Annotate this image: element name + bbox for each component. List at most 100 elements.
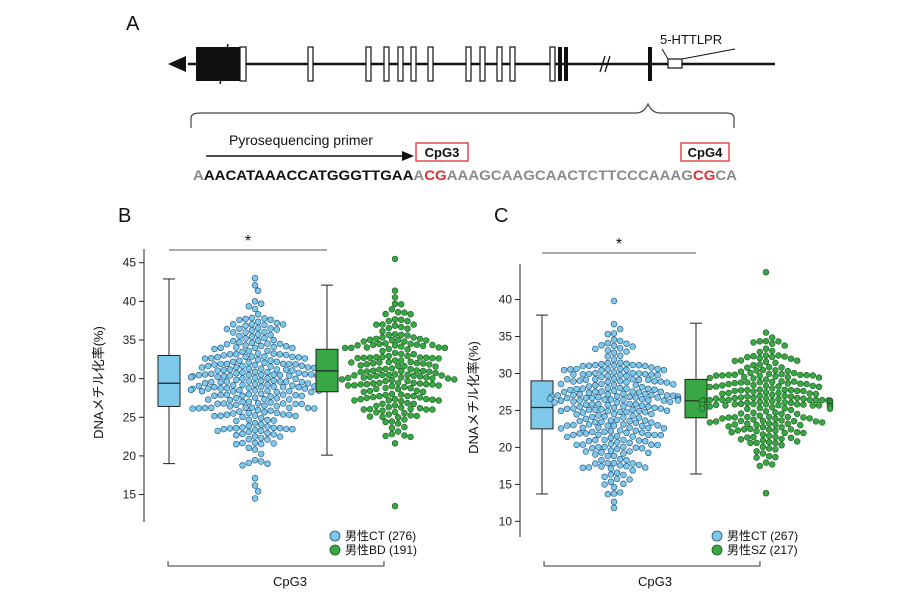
data-point [242,404,249,411]
legend-label: 男性CT (276) [345,529,416,543]
data-point [391,287,399,294]
data-point [563,405,571,412]
data-point [298,362,305,369]
data-point [394,379,402,387]
data-point [413,367,420,374]
data-point [245,436,253,443]
data-point [620,421,627,428]
data-point [248,353,256,360]
data-point [762,395,770,402]
data-point [793,357,801,364]
data-point [648,391,655,399]
data-point [217,379,224,386]
data-point [629,369,636,377]
data-point [391,502,399,510]
data-point [416,335,424,343]
exon-15 [564,47,568,81]
data-point [214,367,221,374]
data-point [616,371,624,379]
data-point [242,335,249,342]
data-point [236,339,243,346]
data-point [756,412,763,419]
data-point [762,459,770,466]
data-point [592,376,599,383]
data-point [301,385,309,392]
data-point [357,396,364,403]
data-point [429,341,436,349]
data-point [398,301,405,308]
data-point [388,418,396,425]
data-point [366,406,374,413]
data-point [251,374,259,382]
data-point [812,418,820,425]
data-point [423,395,430,403]
data-point [706,397,713,404]
data-point [382,377,389,385]
data-point [762,408,770,415]
panel-label: C [494,205,508,227]
legend-label: 男性BD (191) [345,543,417,557]
data-point [357,381,364,388]
data-point [781,392,788,400]
data-point [267,331,274,339]
data-point [604,401,611,409]
data-point [772,373,779,380]
data-point [793,438,801,445]
data-point [301,355,309,362]
sequence-segment: CA [715,167,737,183]
data-point [818,396,826,404]
data-point [423,381,430,388]
data-point [563,433,571,441]
data-point [211,345,218,353]
data-point [376,379,383,387]
data-point [258,421,265,428]
data-point [248,321,256,328]
data-point [270,343,277,351]
data-point [775,338,782,345]
data-point [787,393,795,400]
data-point [595,412,602,419]
data-point [251,394,259,401]
data-point [382,384,389,392]
data-point [768,340,776,347]
data-point [784,420,791,427]
data-point [604,372,611,379]
data-point [394,414,402,421]
data-point [363,344,371,351]
data-point [573,365,580,373]
data-point [638,429,646,436]
data-point [267,399,274,406]
data-point [573,411,580,418]
data-point [576,430,583,437]
data-point [413,341,420,348]
data-point [279,321,287,328]
data-point [753,427,760,435]
primer-arrow-head [402,151,414,161]
data-point [357,362,364,369]
data-point [610,336,618,343]
data-point [747,369,754,377]
data-point [592,406,599,414]
data-point [756,361,763,368]
data-point [379,328,386,335]
exon-12 [509,46,516,82]
data-point [610,349,618,356]
data-point [382,418,389,426]
data-point [239,413,246,420]
data-point [223,360,231,367]
data-point [391,342,399,349]
data-point [588,428,596,436]
data-point [753,454,760,461]
data-point [251,420,259,427]
data-point [722,402,729,409]
data-point [607,471,615,478]
data-point [410,400,417,407]
data-point [635,461,643,469]
data-point [670,381,677,388]
data-point [354,354,361,362]
gap-mark-2b [604,55,611,73]
data-point [604,391,611,398]
data-point [610,297,618,305]
